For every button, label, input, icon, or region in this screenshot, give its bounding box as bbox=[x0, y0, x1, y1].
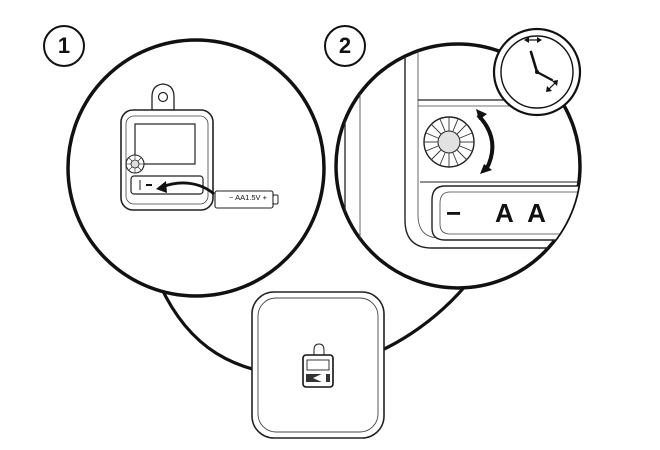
aa-battery bbox=[214, 190, 279, 209]
magnified-minus: − bbox=[446, 198, 462, 228]
clock-adjust-icon bbox=[492, 27, 582, 117]
magnified-aa-label: A A bbox=[495, 198, 550, 228]
step1-badge bbox=[43, 25, 85, 67]
rotate-arrow-icon bbox=[476, 113, 495, 171]
step2-badge bbox=[324, 25, 366, 67]
step2-number: 2 bbox=[338, 33, 352, 58]
battery-label: − AA1.5V + bbox=[228, 193, 268, 202]
battery-slot-magnified bbox=[431, 185, 580, 241]
step1-detail-circle bbox=[66, 38, 326, 298]
insert-arrow-icon bbox=[161, 181, 215, 196]
battery-plus: + bbox=[262, 193, 267, 202]
wall-clock-back bbox=[251, 291, 385, 439]
time-set-knob-magnified bbox=[423, 116, 475, 168]
step1-number: 1 bbox=[57, 33, 71, 58]
movement-inner-edge bbox=[404, 44, 580, 249]
battery-text: AA1.5V bbox=[235, 193, 261, 202]
battery-minus: − bbox=[229, 193, 234, 202]
time-set-knob bbox=[125, 154, 145, 174]
